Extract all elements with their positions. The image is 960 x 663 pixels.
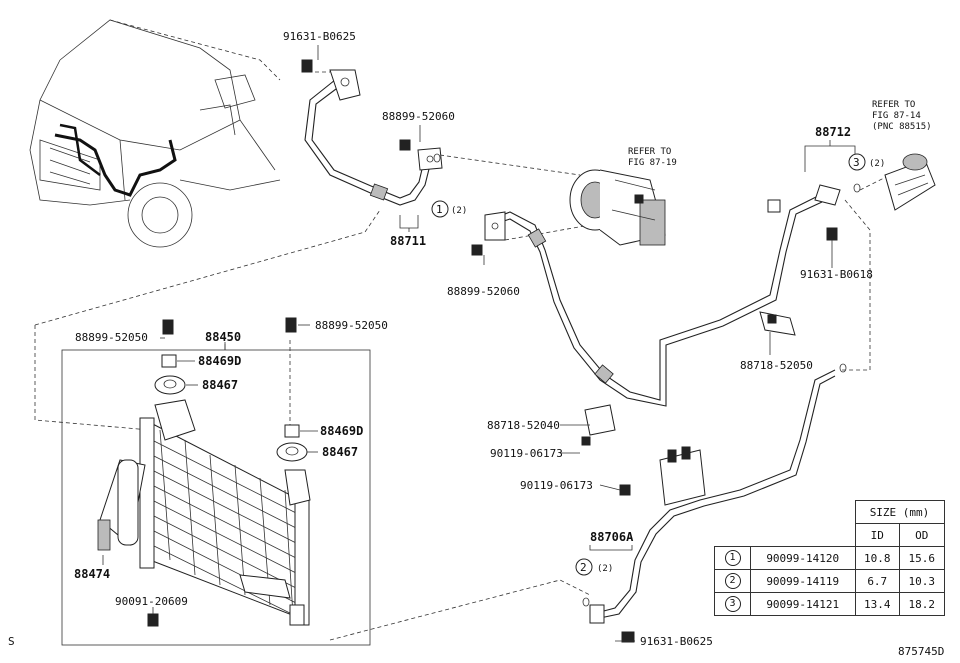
callout-3-text: 3 xyxy=(853,156,860,169)
label-88711: 88711 xyxy=(390,234,426,248)
refer-note-87-19: REFER TO FIG 87-19 xyxy=(628,147,677,168)
label-88899-52060-a: 88899-52060 xyxy=(382,110,455,123)
row-3-part: 90099-14121 xyxy=(750,592,856,616)
part-leaders xyxy=(102,45,833,642)
label-88469d-top: 88469D xyxy=(198,354,241,368)
label-91631-b0625-top: 91631-B0625 xyxy=(283,30,356,43)
vehicle-outline xyxy=(29,19,281,248)
refer-87-14-line3: (PNC 88515) xyxy=(872,122,932,132)
size-table-row: 2 90099-14119 6.7 10.3 xyxy=(714,569,945,593)
callout-circle-1: 1 (2) xyxy=(431,200,467,218)
condenser-88450 xyxy=(139,399,311,626)
row-3-id: 13.4 xyxy=(854,592,900,616)
label-88718-52050: 88718-52050 xyxy=(740,359,813,372)
refer-87-14-line1: REFER TO xyxy=(872,100,915,110)
size-table-row: 3 90099-14121 13.4 18.2 xyxy=(714,592,945,616)
callout-circle-2: 2 (2) xyxy=(575,558,613,576)
qty-1-text: (2) xyxy=(451,206,467,216)
row-2-id: 6.7 xyxy=(854,569,900,593)
row-2-number: 2 xyxy=(724,573,741,589)
corner-letter: S xyxy=(8,635,15,648)
size-table-col-id: ID xyxy=(854,523,900,547)
label-90091-20609: 90091-20609 xyxy=(115,595,188,608)
row-1-number: 1 xyxy=(724,550,741,566)
label-91631-b0625-bottom: 91631-B0625 xyxy=(640,635,713,648)
row-3-od: 18.2 xyxy=(899,592,945,616)
refer-note-87-14: REFER TO FIG 87-14 (PNC 88515) xyxy=(872,100,932,132)
leader-lines xyxy=(34,71,891,641)
label-88899-52050-right: 88899-52050 xyxy=(315,319,388,332)
size-table-col-od: OD xyxy=(899,523,945,547)
bracket-88712 xyxy=(804,140,856,172)
refer-87-19-line1: REFER TO xyxy=(628,147,671,157)
receiver-88474 xyxy=(97,459,146,551)
label-88474: 88474 xyxy=(74,567,110,581)
discharge-hose-88711 xyxy=(301,59,443,206)
diagram-code: 875745D xyxy=(898,645,944,658)
clamp-88718-52040 xyxy=(581,404,616,446)
callout-1-text: 1 xyxy=(436,203,443,216)
part-labels: 91631-B0625 88899-52060 88711 88899-5206… xyxy=(74,30,873,648)
row-2-od: 10.3 xyxy=(899,569,945,593)
row-1-part: 90099-14120 xyxy=(750,546,856,570)
qty-2-text: (2) xyxy=(597,564,613,574)
label-90119-06173-a: 90119-06173 xyxy=(490,447,563,460)
callout-circle-3: 3 (2) xyxy=(848,153,885,171)
row-3-number: 3 xyxy=(724,596,741,612)
refer-87-14-line2: FIG 87-14 xyxy=(872,111,921,121)
label-88467-bottom: 88467 xyxy=(322,445,358,459)
label-88706a: 88706A xyxy=(590,530,634,544)
label-88467-top: 88467 xyxy=(202,378,238,392)
row-1-id: 10.8 xyxy=(854,546,900,570)
label-88712: 88712 xyxy=(815,125,851,139)
label-88718-52040: 88718-52040 xyxy=(487,419,560,432)
cushions-fasteners xyxy=(147,317,308,627)
row-1-od: 15.6 xyxy=(899,546,945,570)
size-table-header: SIZE (mm) xyxy=(854,500,945,524)
label-90119-06173-b: 90119-06173 xyxy=(520,479,593,492)
bracket-88706a xyxy=(589,545,633,551)
size-table-row: 1 90099-14120 10.8 15.6 xyxy=(714,546,945,570)
suction-pipe xyxy=(471,183,861,407)
compressor xyxy=(569,169,666,246)
label-91631-b0618: 91631-B0618 xyxy=(800,268,873,281)
hose-size-table: SIZE (mm) ID OD 1 90099-14120 10.8 15.6 … xyxy=(714,500,945,616)
refer-87-19-line2: FIG 87-19 xyxy=(628,158,677,168)
row-2-part: 90099-14119 xyxy=(750,569,856,593)
callout-2-text: 2 xyxy=(580,561,587,574)
label-88450: 88450 xyxy=(205,330,241,344)
label-88899-52060-b: 88899-52060 xyxy=(447,285,520,298)
clamp-88718-52050 xyxy=(759,311,796,336)
label-88899-52050-left: 88899-52050 xyxy=(75,331,148,344)
liquid-tube-88706a xyxy=(582,363,847,643)
bracket-88711 xyxy=(399,215,419,232)
receiver-88515 xyxy=(884,153,936,211)
qty-3-text: (2) xyxy=(869,159,885,169)
label-88469d-bottom: 88469D xyxy=(320,424,363,438)
